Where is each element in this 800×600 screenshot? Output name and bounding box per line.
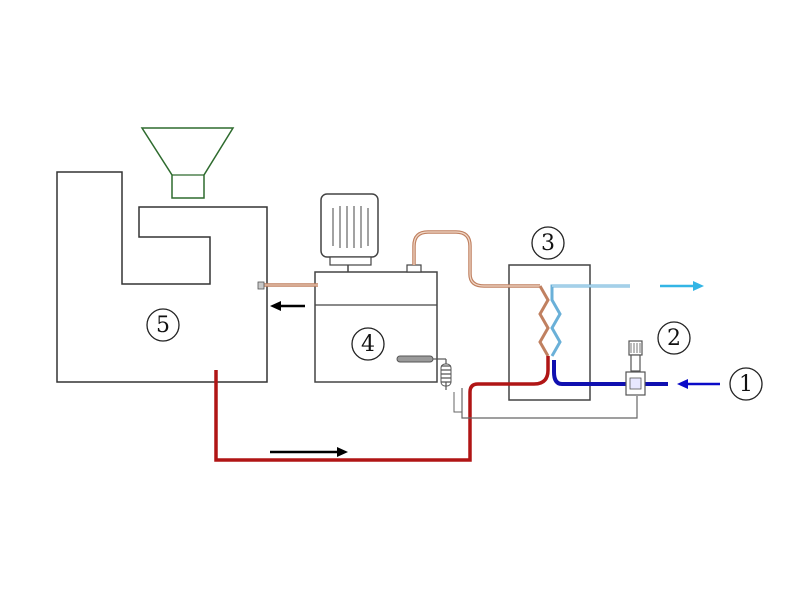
drain-line	[461, 388, 638, 419]
unit-4-pump-tank	[314, 193, 446, 383]
arrow-left-black-icon	[270, 301, 305, 311]
motor-icon	[320, 193, 379, 272]
feed-hopper	[140, 127, 235, 199]
callout-2: 2	[657, 321, 691, 355]
arrow-left-blue-icon	[677, 379, 720, 389]
valve-2-icon	[625, 340, 646, 396]
coil-spring-icon	[440, 359, 452, 390]
callout-1: 1	[729, 367, 763, 401]
warm-zigzag-coil	[538, 285, 550, 357]
pump-outlet-fitting	[406, 264, 422, 273]
hot-return-pipe	[214, 356, 550, 462]
cold-feed-pipe	[552, 360, 668, 386]
arrow-right-cyan-icon	[660, 281, 704, 291]
callout-3: 3	[531, 226, 565, 260]
piping	[214, 230, 668, 462]
unit-4-tank-body	[314, 271, 438, 383]
unit-5-outline	[56, 171, 268, 383]
unit-5-vessel	[56, 171, 268, 383]
callout-4-label: 4	[361, 332, 375, 357]
callout-3-label: 3	[541, 231, 555, 256]
callout-1-label: 1	[739, 372, 753, 397]
callout-4: 4	[351, 327, 385, 361]
flow-arrows	[270, 281, 720, 457]
callout-5: 5	[146, 308, 180, 342]
arrow-right-black-icon	[270, 447, 348, 457]
hopper-funnel	[140, 127, 235, 199]
callout-2-label: 2	[667, 326, 681, 351]
callout-5-label: 5	[156, 313, 170, 338]
heating-rod-icon	[396, 355, 446, 363]
